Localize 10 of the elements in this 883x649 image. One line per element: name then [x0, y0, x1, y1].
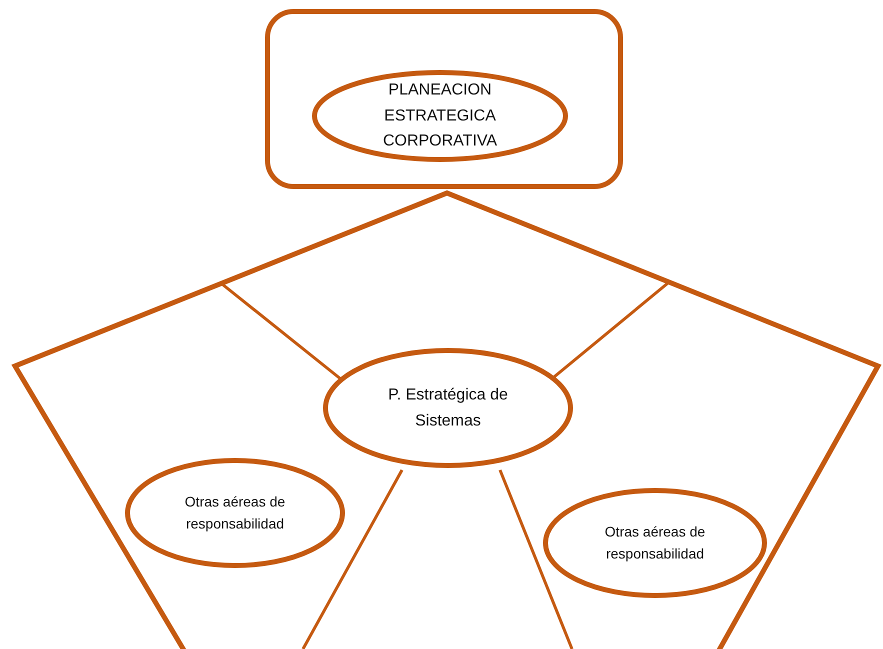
- ellipse-node: [323, 348, 573, 468]
- node-label: P. Estratégica de Sistemas: [387, 385, 509, 431]
- ellipse-node: [543, 488, 767, 598]
- box-shape: [265, 9, 623, 189]
- ellipse-node: [312, 70, 568, 162]
- node-label: PLANEACION ESTRATEGICA CORPORATIVA: [382, 80, 498, 152]
- ellipse-node: [125, 458, 345, 568]
- node-label: Otras aéreas de responsabilidad: [604, 522, 706, 564]
- pentagon-shape: [10, 190, 880, 649]
- node-label: Otras aéreas de responsabilidad: [184, 492, 286, 534]
